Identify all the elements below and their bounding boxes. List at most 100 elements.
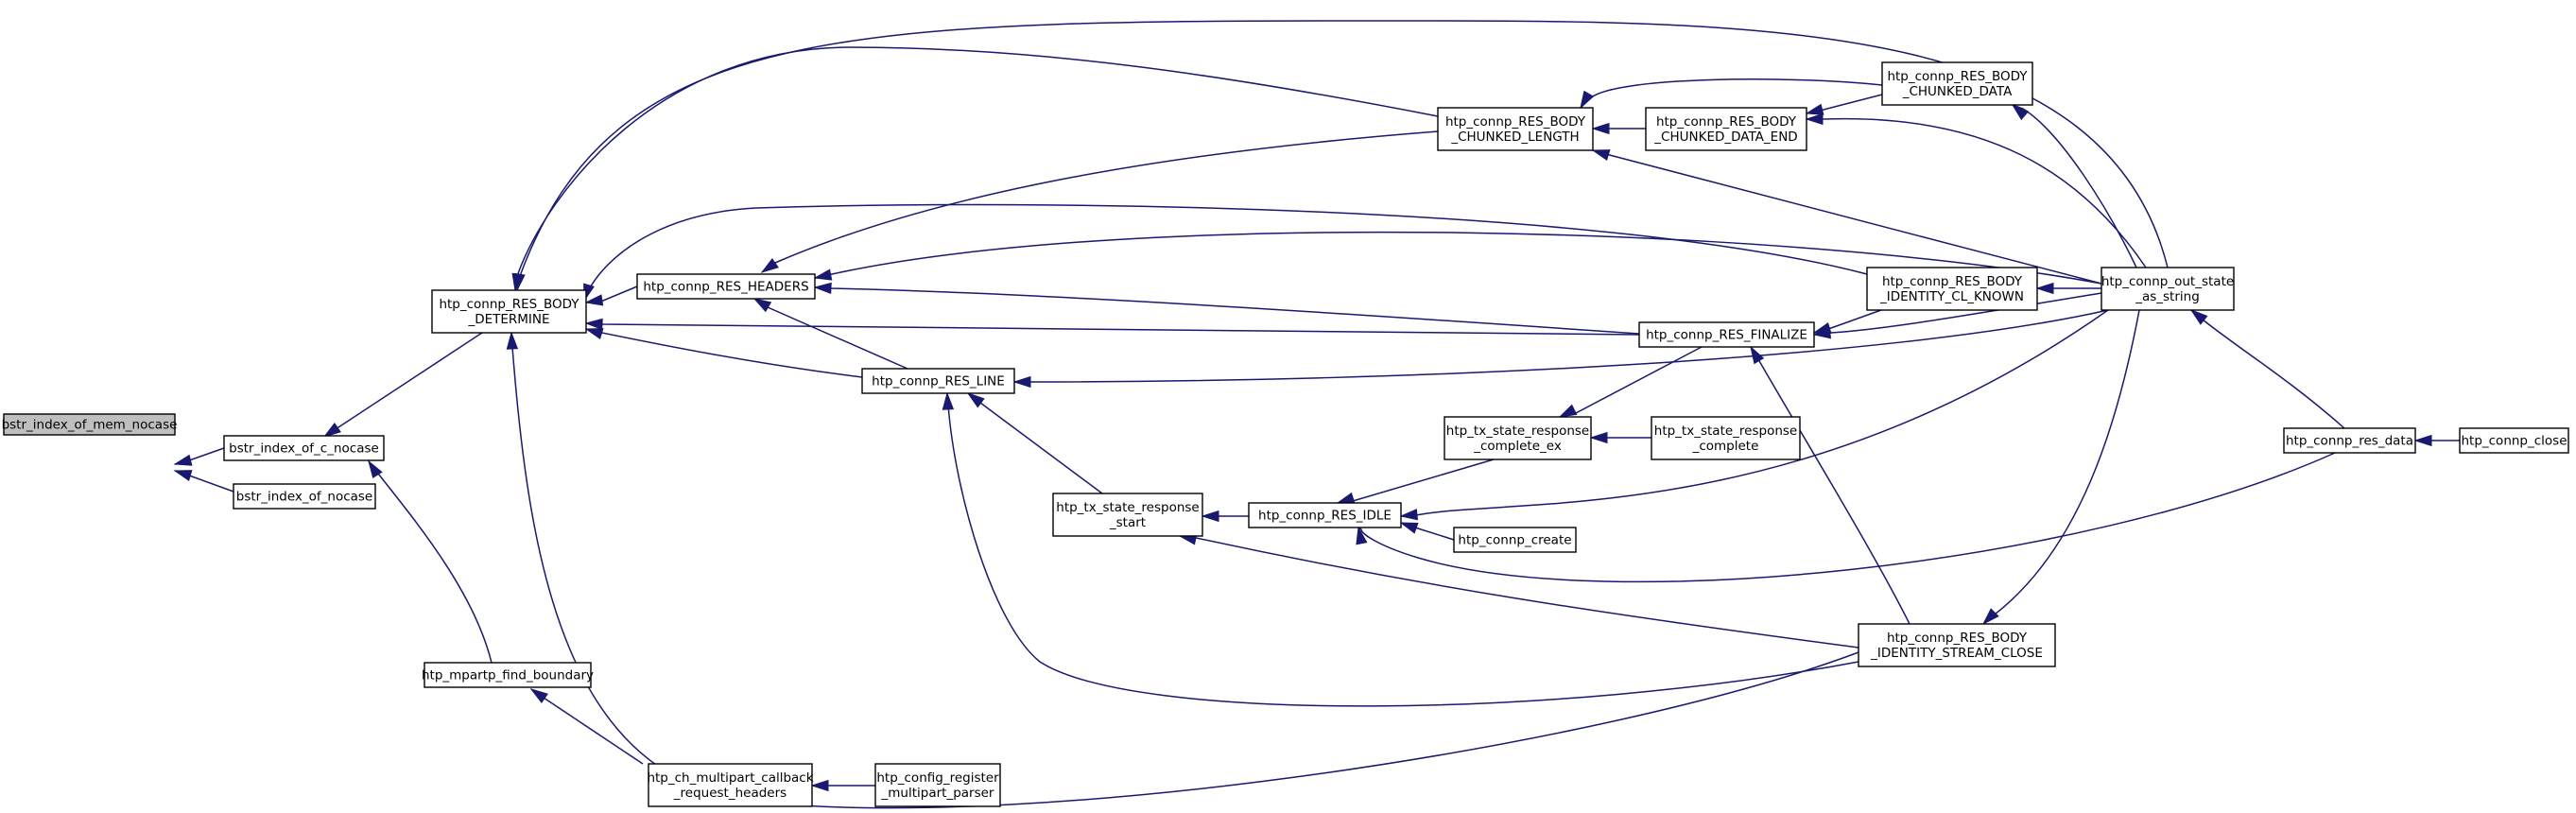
node-label: htp_config_register [876, 770, 999, 786]
arrowhead [529, 688, 548, 704]
arrowhead [368, 459, 383, 479]
node-label: _start [1109, 515, 1146, 530]
node-box [636, 273, 816, 300]
node-label: htp_connp_RES_BODY [1887, 69, 2028, 84]
node-start[interactable]: htp_tx_state_response_start [1052, 493, 1203, 537]
edge-n_outstate-to-n_line [1012, 309, 2109, 389]
node-label: _multipart_parser [881, 786, 994, 801]
arrowhead [513, 272, 526, 292]
edge-line [1750, 346, 1910, 625]
node-create[interactable]: htp_connp_create [1453, 527, 1577, 553]
edge-line [1014, 309, 2109, 383]
node-label: htp_connp_RES_BODY [1887, 631, 2028, 646]
edge-line [1337, 458, 1495, 504]
node-chunk-data[interactable]: htp_connp_RES_BODY_CHUNKED_DATA [1881, 61, 2033, 106]
node-complete[interactable]: htp_tx_state_response_complete [1651, 416, 1801, 460]
edge-n_chunk_data-to-n_chunk_len [1580, 78, 1883, 110]
edge-n_complete_ex-to-n_idle [1336, 458, 1495, 504]
edge-n_of_nocase-to-n_root [173, 470, 234, 493]
edge-n_ch_mp-to-n_mpartp [529, 688, 644, 765]
arrowhead [1580, 90, 1595, 110]
node-box [3, 413, 176, 436]
edge-n_outstate-to-n_idle [1399, 309, 2109, 521]
node-box [1052, 493, 1203, 537]
edge-n_outstate-to-n_cl_known [2035, 282, 2101, 295]
edge-line [1813, 292, 2102, 336]
arrowhead [942, 391, 955, 410]
node-box [424, 662, 592, 688]
node-label: htp_tx_state_response [1056, 500, 1199, 515]
node-label: htp_connp_RES_FINALIZE [1646, 328, 1807, 343]
arrowhead [813, 268, 833, 281]
arrowhead [322, 422, 341, 438]
node-of-nocase[interactable]: bstr_index_of_nocase [233, 483, 376, 510]
edge-line [753, 298, 908, 370]
edge-n_resdata-to-n_idle [1356, 452, 2336, 583]
node-label: _CHUNKED_DATA_END [1653, 130, 1797, 145]
edge-n_chunk_len-to-n_determine [511, 46, 1439, 292]
node-label: _CHUNKED_DATA [1902, 84, 2013, 99]
node-c-nocase[interactable]: bstr_index_of_c_nocase [223, 435, 385, 461]
node-determine[interactable]: htp_connp_RES_BODY_DETERMINE [431, 289, 587, 334]
arrowhead [2011, 103, 2030, 121]
node-idle[interactable]: htp_connp_RES_IDLE [1248, 502, 1402, 528]
node-root[interactable]: bstr_index_of_mem_nocase [2, 413, 178, 436]
nodes-layer: bstr_index_of_mem_nocase bstr_index_of_c_… [2, 61, 2569, 807]
node-box [223, 435, 385, 461]
node-chunk-end[interactable]: htp_connp_RES_BODY_CHUNKED_DATA_END [1645, 107, 1807, 151]
node-label: htp_connp_RES_LINE [872, 374, 1005, 389]
node-box [431, 289, 587, 334]
node-finalize[interactable]: htp_connp_RES_FINALIZE [1638, 321, 1815, 348]
node-label: bstr_index_of_c_nocase [229, 441, 379, 457]
edge-n_chunk_end-to-n_chunk_len [1591, 122, 1646, 135]
node-line[interactable]: htp_connp_RES_LINE [861, 368, 1015, 394]
node-complete-ex[interactable]: htp_tx_state_response_complete_ex [1444, 416, 1592, 460]
edge-line [368, 460, 493, 664]
node-outstate[interactable]: htp_connp_out_state_as_string [2101, 267, 2235, 311]
arrowhead [1591, 122, 1610, 135]
node-label: htp_connp_RES_BODY [1882, 274, 2023, 289]
edge-line [1982, 309, 2140, 625]
node-chunk-len[interactable]: htp_connp_RES_BODY_CHUNKED_LENGTH [1437, 107, 1594, 151]
arrowhead [1399, 509, 1419, 521]
edge-n_outstate-to-n_headers [813, 231, 2102, 285]
arrowhead [813, 282, 832, 295]
edge-line [1580, 78, 1883, 109]
node-ch-mp[interactable]: htp_ch_multipart_callback_request_header… [647, 763, 814, 807]
node-label: htp_connp_out_state [2101, 274, 2234, 289]
arrowhead [506, 331, 519, 350]
edge-line [585, 328, 863, 378]
arrowhead [966, 392, 985, 408]
arrowhead [2035, 282, 2054, 295]
arrowhead [2189, 308, 2208, 325]
node-close[interactable]: htp_connp_close [2459, 427, 2569, 454]
arrowhead [1201, 510, 1219, 523]
node-label: _complete [1692, 439, 1759, 454]
node-mpartp[interactable]: htp_mpartp_find_boundary [422, 662, 594, 688]
arrowhead [1805, 112, 1824, 126]
node-headers[interactable]: htp_connp_RES_HEADERS [636, 273, 816, 300]
node-box [1651, 416, 1801, 460]
node-cfg-mp[interactable]: htp_config_register_multipart_parser [874, 763, 1001, 807]
node-stream[interactable]: htp_connp_RES_BODY_IDENTITY_STREAM_CLOSE [1858, 623, 2056, 667]
edge-line [530, 688, 644, 765]
arrowhead [1805, 103, 1824, 115]
arrowhead [1591, 149, 1611, 161]
edge-line [2012, 104, 2137, 268]
edge-n_complete-to-n_complete_ex [1589, 431, 1651, 444]
edge-n_mpartp-to-n_c_nocase [368, 459, 493, 664]
edge-n_chunk_len-to-n_headers [760, 130, 1439, 273]
node-cl-known[interactable]: htp_connp_RES_BODY_IDENTITY_CL_KNOWN [1866, 267, 2038, 311]
arrowhead [1356, 526, 1368, 545]
edge-n_cl_known-to-n_finalize [1812, 309, 1882, 334]
arrowhead [752, 298, 772, 313]
arrowhead [1558, 404, 1578, 418]
node-label: bstr_index_of_mem_nocase [2, 418, 178, 433]
edge-line [323, 332, 483, 438]
node-resdata[interactable]: htp_connp_res_data [2283, 427, 2416, 454]
node-label: _CHUNKED_LENGTH [1450, 130, 1579, 145]
edge-n_chunk_data-to-n_chunk_end [1805, 94, 1883, 115]
edge-n_resdata-to-n_outstate [2189, 308, 2345, 429]
node-label: htp_tx_state_response [1446, 424, 1589, 439]
